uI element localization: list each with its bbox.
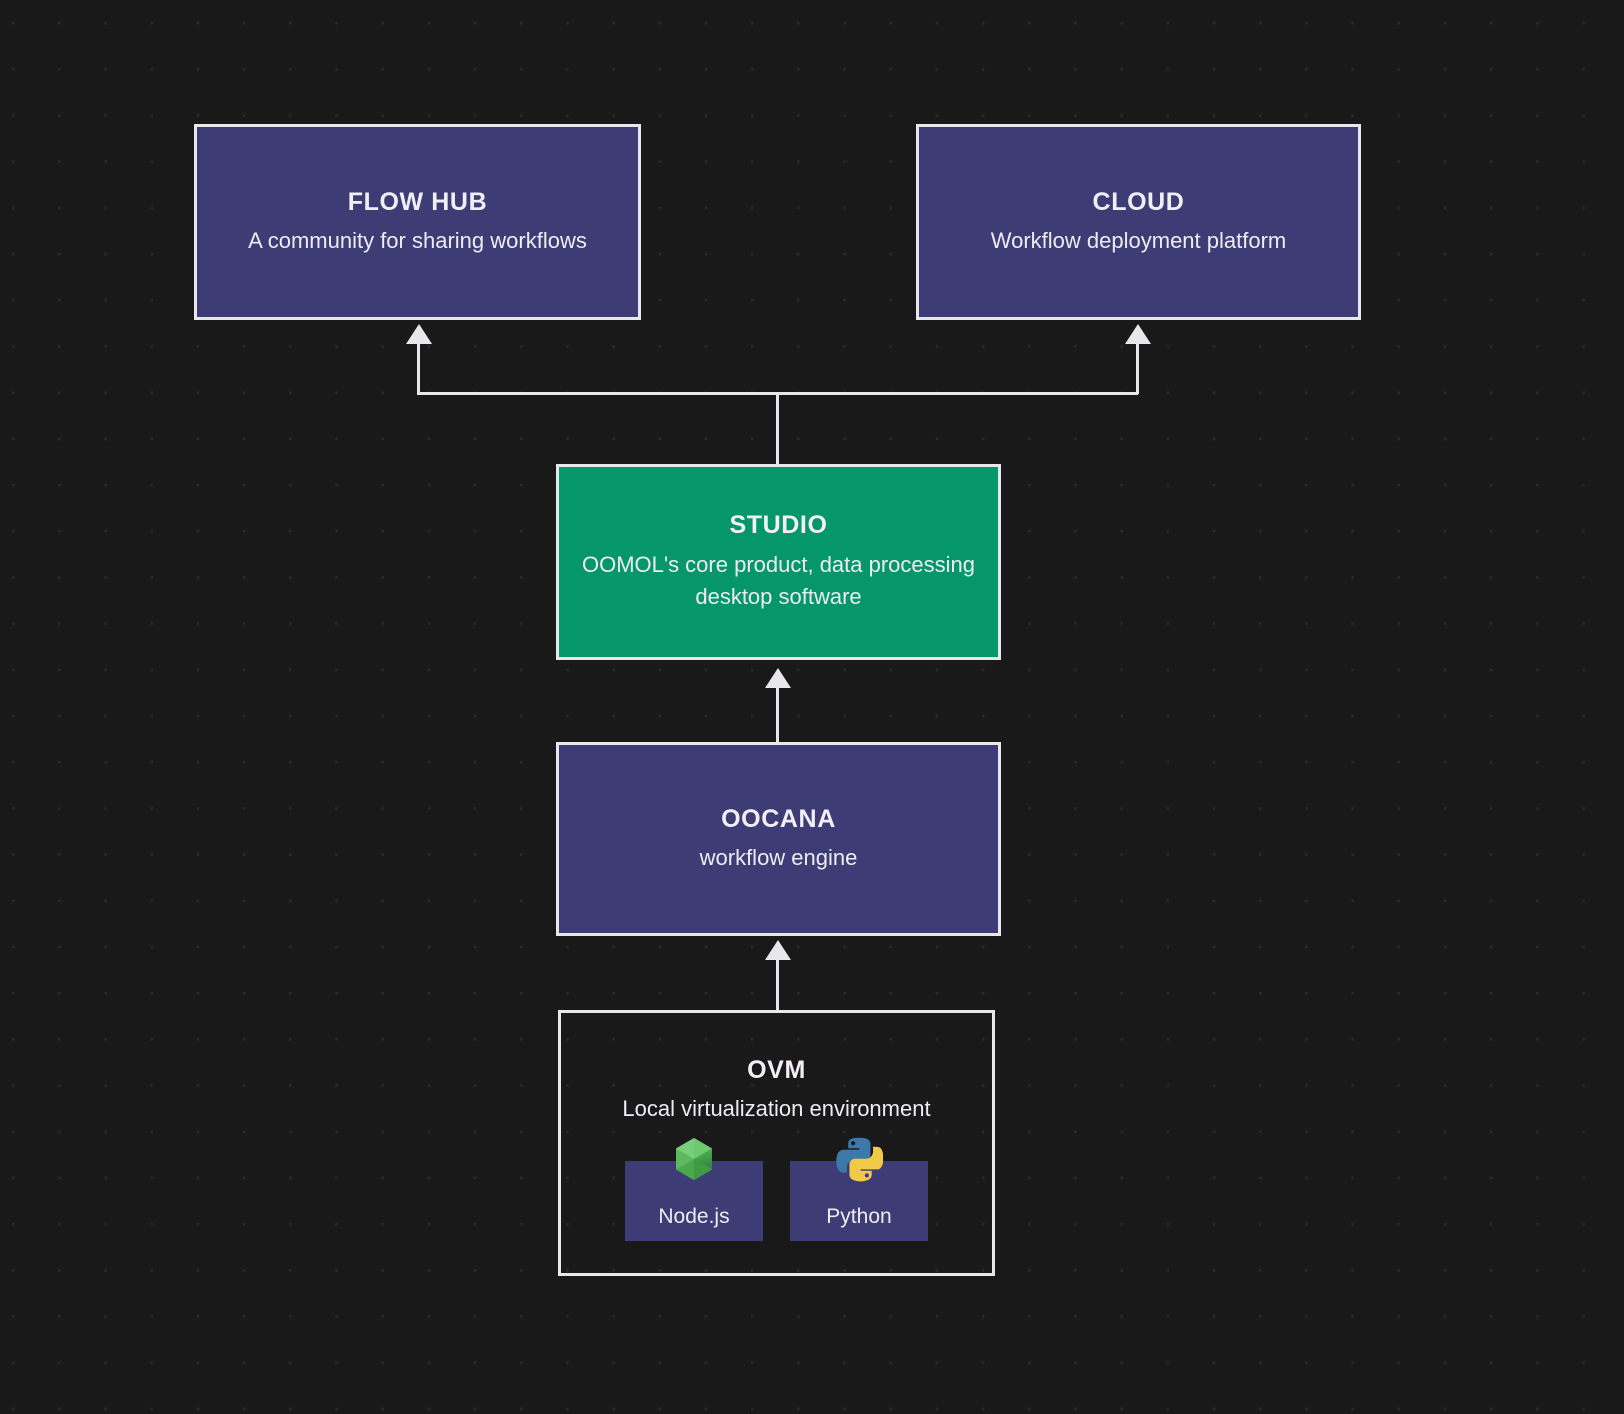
runtime-label-nodejs: Node.js bbox=[658, 1205, 730, 1228]
node-studio[interactable]: STUDIO OOMOL's core product, data proces… bbox=[556, 464, 1001, 660]
edge-studio-to-bus bbox=[776, 392, 779, 466]
node-cloud[interactable]: CLOUD Workflow deployment platform bbox=[916, 124, 1361, 320]
nodejs-hexagon-icon bbox=[676, 1138, 712, 1180]
edge-bus-to-flowhub bbox=[417, 344, 420, 394]
runtime-item-nodejs[interactable]: Node.js bbox=[625, 1138, 763, 1241]
node-ovm-title: OVM bbox=[747, 1056, 806, 1084]
python-snakes-icon bbox=[836, 1137, 883, 1182]
arrowhead-oocana bbox=[765, 940, 791, 960]
node-flow-hub-title: FLOW HUB bbox=[347, 187, 488, 216]
arrowhead-cloud bbox=[1125, 324, 1151, 344]
node-cloud-title: CLOUD bbox=[1092, 187, 1185, 216]
edge-ovm-to-oocana bbox=[776, 960, 779, 1012]
runtime-list: Node.js Python bbox=[561, 1137, 992, 1241]
node-ovm[interactable]: OVM Local virtualization environment bbox=[558, 1010, 995, 1276]
node-oocana-title: OOCANA bbox=[721, 804, 836, 833]
arrowhead-flowhub bbox=[406, 324, 432, 344]
node-oocana-subtitle: workflow engine bbox=[699, 844, 858, 870]
arrowhead-studio bbox=[765, 668, 791, 688]
node-studio-title: STUDIO bbox=[729, 511, 828, 540]
node-cloud-subtitle: Workflow deployment platform bbox=[990, 227, 1287, 253]
edge-oocana-to-studio bbox=[776, 688, 779, 744]
runtime-label-python: Python bbox=[826, 1205, 892, 1228]
edge-bus-horizontal bbox=[417, 392, 1138, 395]
edge-bus-to-cloud bbox=[1136, 344, 1139, 394]
node-flow-hub[interactable]: FLOW HUB A community for sharing workflo… bbox=[194, 124, 641, 320]
node-flow-hub-subtitle: A community for sharing workflows bbox=[248, 227, 587, 253]
node-ovm-subtitle: Local virtualization environment bbox=[622, 1096, 931, 1122]
node-oocana[interactable]: OOCANA workflow engine bbox=[556, 742, 1001, 936]
runtime-item-python[interactable]: Python bbox=[790, 1137, 928, 1241]
node-studio-subtitle: OOMOL's core product, data processing de… bbox=[581, 551, 976, 610]
